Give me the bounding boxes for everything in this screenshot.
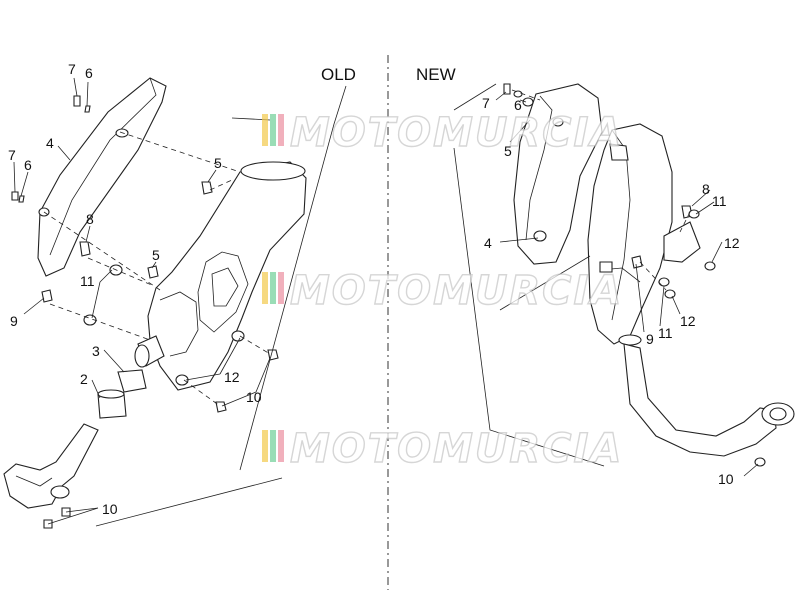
callout-new-4: 4	[484, 235, 492, 251]
watermark-text-top: MOTOMURCIA	[290, 110, 623, 156]
callout-new-10: 10	[718, 471, 734, 487]
callout-old-10a: 10	[246, 389, 262, 405]
callout-new-11b: 11	[658, 325, 673, 341]
new-label: NEW	[416, 65, 456, 84]
callout-new-5: 5	[504, 143, 512, 159]
old-header-pipe	[3, 423, 99, 509]
callout-new-12a: 12	[724, 235, 740, 251]
callout-new-7: 7	[482, 95, 490, 111]
callout-old-6b: 6	[24, 157, 32, 173]
watermark-text-bottom: MOTOMURCIA	[290, 426, 623, 472]
old-heat-shield	[37, 77, 167, 277]
old-clamp	[117, 369, 147, 393]
callout-old-3: 3	[92, 343, 100, 359]
callout-old-7b: 7	[8, 147, 16, 163]
callout-old-10b: 10	[102, 501, 118, 517]
callout-new-8: 8	[702, 181, 710, 197]
callout-old-11: 11	[80, 273, 95, 289]
callout-old-4: 4	[46, 135, 54, 151]
callout-new-12b: 12	[680, 313, 696, 329]
watermark-text-middle: MOTOMURCIA	[290, 268, 623, 314]
callout-new-9: 9	[646, 331, 654, 347]
new-header-pipe	[623, 343, 777, 457]
callout-old-9: 9	[10, 313, 18, 329]
new-assembly	[453, 83, 795, 477]
callout-old-5b: 5	[152, 247, 160, 263]
callout-old-12: 12	[224, 369, 240, 385]
old-label: OLD	[321, 65, 356, 84]
callout-old-8: 8	[86, 211, 94, 227]
callout-old-2: 2	[80, 371, 88, 387]
old-muffler	[147, 161, 307, 391]
watermark-logo-bottom: MOTOMURCIA	[262, 425, 623, 473]
watermark-logo-top: MOTOMURCIA	[262, 109, 623, 157]
old-assembly	[3, 77, 347, 529]
new-heat-shield	[513, 83, 603, 265]
callout-new-11a: 11	[712, 193, 727, 209]
callout-old-5a: 5	[214, 155, 222, 171]
callout-old-7a: 7	[68, 61, 76, 77]
callout-old-6a: 6	[85, 65, 93, 81]
callout-new-6: 6	[514, 97, 522, 113]
watermark-logo-middle: MOTOMURCIA	[262, 267, 623, 315]
